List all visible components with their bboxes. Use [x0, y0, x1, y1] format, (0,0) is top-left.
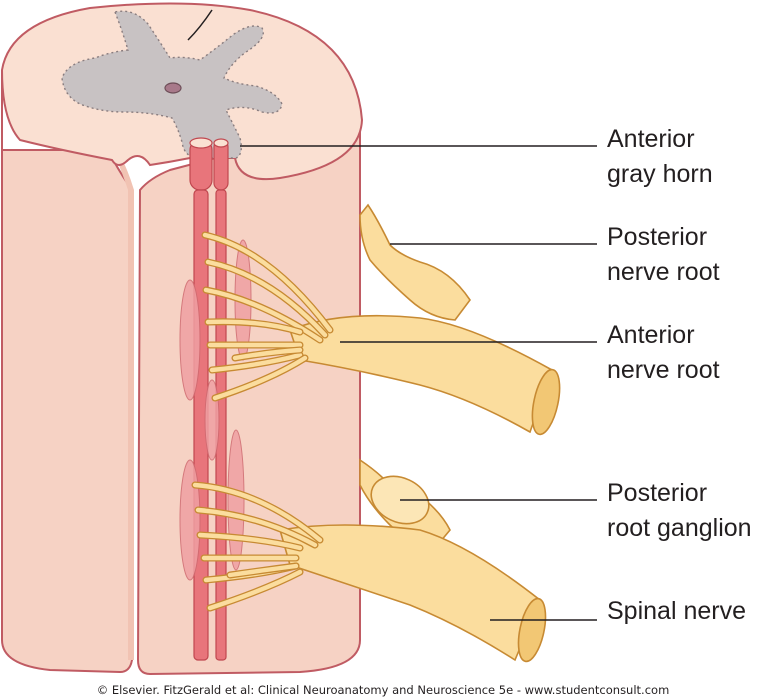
central-canal — [164, 82, 182, 94]
label-posterior-root-ganglion-2: root ganglion — [607, 514, 752, 542]
vessel-branch-5 — [204, 379, 220, 461]
upper-rootlets — [201, 231, 334, 402]
labels: Anterior gray horn Posterior nerve root … — [607, 125, 752, 625]
vessel-branch-4 — [227, 429, 245, 571]
lower-spinal-nerve — [191, 458, 547, 663]
label-posterior-root-ganglion-1: Posterior — [607, 479, 707, 507]
lower-rootlets — [191, 481, 324, 612]
upper-spinal-nerve-end — [531, 368, 561, 436]
artery-cap-1 — [189, 137, 213, 149]
vessel-branch-3 — [179, 459, 201, 581]
posterior-median-septum — [187, 9, 213, 41]
upper-spinal-nerve — [201, 203, 561, 436]
lower-spinal-nerve-end — [517, 597, 547, 663]
label-anterior-nerve-root-1: Anterior — [607, 321, 695, 349]
label-anterior-gray-horn-1: Anterior — [607, 125, 695, 153]
label-posterior-nerve-root-2: nerve root — [607, 258, 720, 286]
vessel-branch-1 — [179, 279, 201, 401]
label-spinal-nerve: Spinal nerve — [607, 597, 746, 625]
label-anterior-gray-horn-2: gray horn — [607, 160, 713, 188]
leader-lines — [240, 145, 597, 621]
label-anterior-nerve-root-2: nerve root — [607, 356, 720, 384]
label-posterior-nerve-root-1: Posterior — [607, 223, 707, 251]
copyright-credit: © Elsevier. FitzGerald et al: Clinical N… — [97, 683, 670, 697]
artery-cap-2 — [213, 138, 229, 148]
upper-posterior-root — [359, 203, 471, 321]
anterior-median-fissure — [116, 155, 134, 660]
